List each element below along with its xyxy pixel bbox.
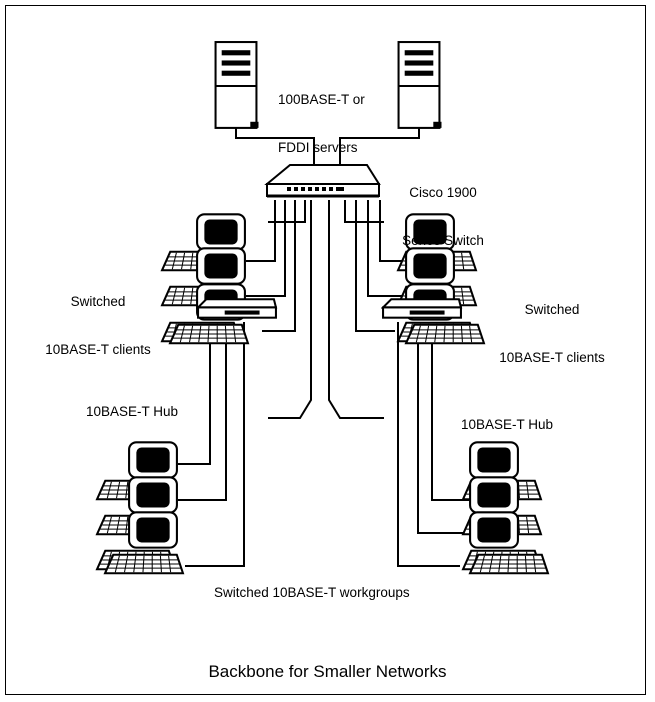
switch-to-left-hub (268, 200, 312, 419)
servers-label-line2: FDDI servers (278, 140, 358, 155)
diagram-caption: Backbone for Smaller Networks (208, 662, 447, 681)
clients-left-label-line2: 10BASE-T clients (45, 342, 151, 357)
workgroup-right-group (461, 441, 550, 575)
client-right-1-link (379, 200, 408, 262)
switch-to-right-hub (328, 200, 384, 419)
switch-label: Cisco 1900 Series Switch (388, 153, 498, 265)
monitor-icon (469, 441, 519, 479)
lhub-drop-1 (178, 322, 211, 465)
lhub-drop-3 (185, 322, 245, 567)
monitor-icon (196, 247, 246, 285)
hub-left-icon (197, 298, 277, 319)
server-right-icon (397, 40, 442, 129)
keyboard-icon (168, 323, 250, 345)
hub-right-link (344, 200, 384, 223)
hub-right-icon (382, 298, 462, 319)
clients-right-label-line2: 10BASE-T clients (499, 350, 605, 365)
monitor-icon (128, 511, 178, 549)
switch-label-line1: Cisco 1900 (409, 185, 477, 200)
hub-left-label: 10BASE-T Hub (86, 404, 179, 419)
monitor-icon (469, 511, 519, 549)
client-left-1-link (246, 200, 276, 262)
client-left-3-link (262, 200, 296, 332)
monitor-icon (128, 476, 178, 514)
lhub-drop-2 (178, 322, 227, 501)
rhub-drop-1 (431, 322, 470, 501)
monitor-icon (196, 213, 246, 251)
clients-right-label: Switched 10BASE-T clients (492, 270, 612, 382)
clients-left-label-line1: Switched (70, 294, 126, 309)
workgroup-left-group (95, 441, 185, 575)
rhub-drop-2 (417, 322, 470, 534)
servers-label: 100BASE-T or FDDI servers (278, 60, 365, 172)
hub-left-link (268, 200, 306, 223)
clients-right-label-line1: Switched (524, 302, 580, 317)
server-left-icon (214, 40, 259, 129)
client-right-2-link (367, 200, 408, 297)
keyboard-icon (404, 323, 486, 345)
clients-left-label: Switched 10BASE-T clients (38, 262, 158, 374)
switch-label-line2: Series Switch (402, 233, 484, 248)
hub-right-label: 10BASE-T Hub (461, 417, 554, 432)
monitor-icon (128, 441, 178, 479)
diagram-frame (5, 5, 646, 695)
client-right-3-link (355, 200, 395, 332)
monitor-icon (469, 476, 519, 514)
rhub-drop-3 (397, 322, 460, 567)
servers-label-line1: 100BASE-T or (278, 92, 365, 107)
clients-left-group (160, 213, 250, 345)
keyboard-icon (468, 553, 550, 575)
switch-icon (264, 164, 381, 198)
workgroups-label: Switched 10BASE-T workgroups (214, 585, 410, 600)
client-left-2-link (246, 200, 286, 297)
keyboard-icon (103, 553, 185, 575)
